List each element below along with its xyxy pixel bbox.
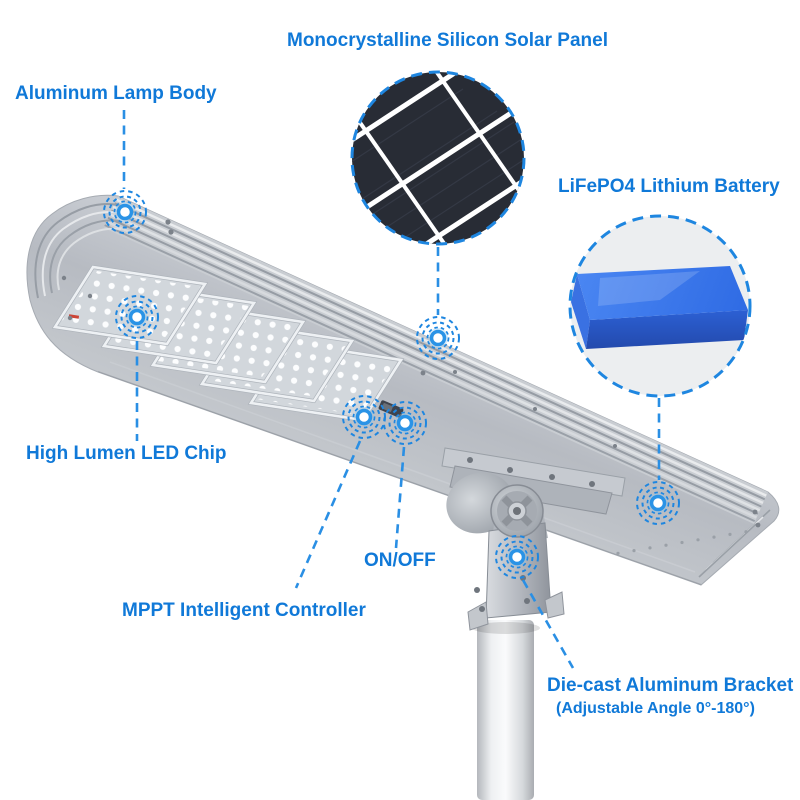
pole (472, 620, 540, 800)
bracket-label-title: Die-cast Aluminum Bracket (547, 675, 794, 696)
lamp-body-label: Aluminum Lamp Body (15, 83, 217, 104)
bracket-bolts-top (467, 457, 595, 487)
mppt-label: MPPT Intelligent Controller (122, 600, 366, 621)
screws (61, 219, 761, 528)
callout-lines (122, 110, 661, 669)
adjustment-knob (490, 484, 544, 538)
battery-closeup-ring (568, 214, 752, 398)
battery-closeup (568, 214, 752, 398)
line-bracket (521, 579, 575, 669)
solar-panel-closeup (350, 70, 526, 246)
led-chip-label: High Lumen LED Chip (26, 443, 227, 464)
led-module-1 (51, 264, 209, 347)
bracket-label-subtitle: (Adjustable Angle 0°-180°) (556, 700, 755, 717)
on-off-label: ON/OFF (364, 550, 436, 571)
line-mppt (294, 440, 362, 589)
line-on-off (394, 446, 406, 549)
led-modules (51, 264, 405, 423)
mounting-bracket (441, 447, 626, 631)
solar-panel-label: Monocrystalline Silicon Solar Panel (287, 30, 608, 51)
solar-closeup-ring (350, 70, 526, 246)
lamp-body (26, 194, 780, 586)
battery-label: LiFePO4 Lithium Battery (558, 176, 780, 197)
